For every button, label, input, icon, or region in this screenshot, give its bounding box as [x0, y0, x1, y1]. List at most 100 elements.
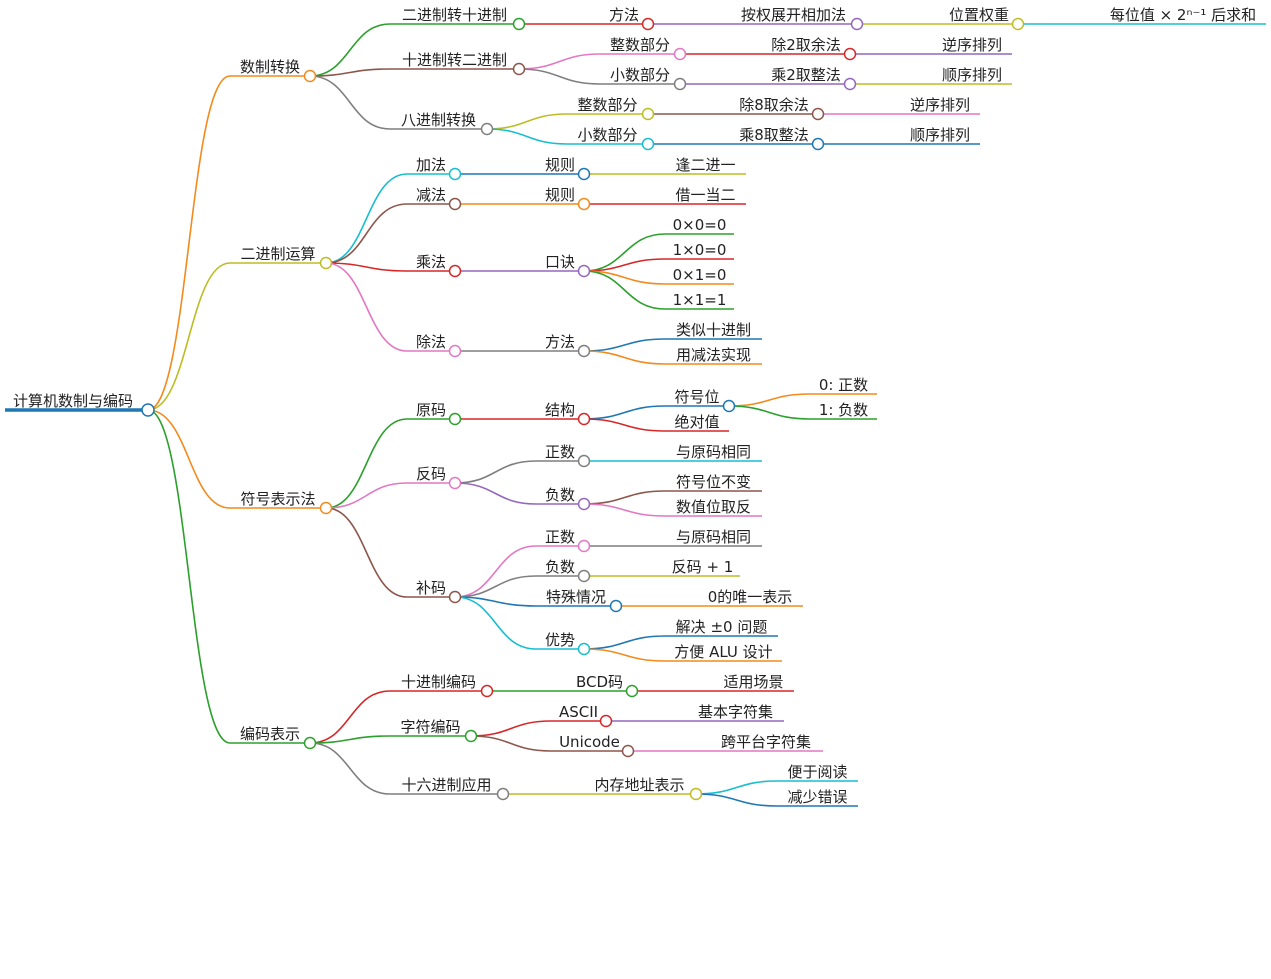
- collapse-handle-icon[interactable]: [496, 787, 510, 801]
- collapse-handle-icon[interactable]: [577, 454, 591, 468]
- node-c1c1a1[interactable]: 逆序排列: [900, 96, 980, 115]
- node-c1c2a1[interactable]: 顺序排列: [900, 126, 980, 145]
- node-c3b1[interactable]: 正数: [536, 443, 591, 468]
- node-c1b[interactable]: 十进制转二进制: [390, 51, 526, 76]
- node-c4c1[interactable]: 内存地址表示: [583, 776, 703, 801]
- node-c1c2[interactable]: 小数部分: [567, 126, 655, 151]
- node-c1b1[interactable]: 整数部分: [600, 36, 687, 61]
- node-c4b2[interactable]: Unicode: [551, 733, 635, 758]
- node-c1a[interactable]: 二进制转十进制: [390, 6, 526, 31]
- node-c2[interactable]: 二进制运算: [230, 245, 333, 270]
- collapse-handle-icon[interactable]: [512, 17, 526, 31]
- node-c1c1[interactable]: 整数部分: [567, 96, 655, 121]
- node-c1b2[interactable]: 小数部分: [600, 66, 687, 91]
- node-c1b1a1[interactable]: 逆序排列: [932, 36, 1012, 55]
- node-c3a1a2[interactable]: 1: 负数: [810, 401, 877, 420]
- node-c2a1[interactable]: 规则: [536, 156, 591, 181]
- node-c1c2a[interactable]: 乘8取整法: [730, 126, 825, 151]
- node-c3c4a[interactable]: 解决 ±0 问题: [665, 618, 778, 637]
- node-c2b[interactable]: 减法: [407, 186, 462, 211]
- node-root[interactable]: 计算机数制与编码: [5, 392, 155, 417]
- node-c4c1a[interactable]: 便于阅读: [777, 763, 858, 782]
- collapse-handle-icon[interactable]: [448, 344, 462, 358]
- collapse-handle-icon[interactable]: [1011, 17, 1025, 31]
- collapse-handle-icon[interactable]: [448, 476, 462, 490]
- collapse-handle-icon[interactable]: [319, 256, 333, 270]
- node-c3a1[interactable]: 结构: [536, 401, 591, 426]
- node-c4a1a[interactable]: 适用场景: [713, 673, 794, 692]
- node-c4a1[interactable]: BCD码: [567, 673, 639, 698]
- node-c2c1[interactable]: 口诀: [536, 253, 591, 278]
- node-c1c[interactable]: 八进制转换: [390, 111, 494, 136]
- node-c4b[interactable]: 字符编码: [390, 718, 478, 743]
- collapse-handle-icon[interactable]: [689, 787, 703, 801]
- collapse-handle-icon[interactable]: [577, 497, 591, 511]
- node-c1a1a1a[interactable]: 每位值 × 2ⁿ⁻¹ 后求和: [1100, 6, 1266, 25]
- node-c3c2a[interactable]: 反码 + 1: [665, 558, 740, 577]
- collapse-handle-icon[interactable]: [599, 714, 613, 728]
- node-c3b1a[interactable]: 与原码相同: [665, 443, 762, 462]
- collapse-handle-icon[interactable]: [577, 167, 591, 181]
- node-c2c1c[interactable]: 0×1=0: [665, 266, 734, 285]
- node-c1c1a[interactable]: 除8取余法: [730, 96, 825, 121]
- collapse-handle-icon[interactable]: [480, 122, 494, 136]
- collapse-handle-icon[interactable]: [843, 47, 857, 61]
- collapse-handle-icon[interactable]: [641, 107, 655, 121]
- node-c4b2a[interactable]: 跨平台字符集: [709, 733, 823, 752]
- collapse-handle-icon[interactable]: [625, 684, 639, 698]
- collapse-handle-icon[interactable]: [641, 137, 655, 151]
- node-c1a1a1[interactable]: 位置权重: [940, 6, 1025, 31]
- collapse-handle-icon[interactable]: [843, 77, 857, 91]
- node-c3a1a[interactable]: 符号位: [665, 388, 736, 413]
- node-c2b1[interactable]: 规则: [536, 186, 591, 211]
- collapse-handle-icon[interactable]: [577, 539, 591, 553]
- collapse-handle-icon[interactable]: [577, 344, 591, 358]
- collapse-handle-icon[interactable]: [448, 412, 462, 426]
- collapse-handle-icon[interactable]: [850, 17, 864, 31]
- node-c4c[interactable]: 十六进制应用: [390, 776, 510, 801]
- node-c2c[interactable]: 乘法: [407, 253, 462, 278]
- node-c2c1d[interactable]: 1×1=1: [665, 291, 734, 310]
- node-c2d1b[interactable]: 用减法实现: [665, 346, 762, 365]
- node-c3b[interactable]: 反码: [407, 465, 462, 490]
- collapse-handle-icon[interactable]: [141, 403, 155, 417]
- collapse-handle-icon[interactable]: [609, 599, 623, 613]
- collapse-handle-icon[interactable]: [480, 684, 494, 698]
- node-c3b2b[interactable]: 数值位取反: [665, 498, 762, 517]
- node-c3c1[interactable]: 正数: [536, 528, 591, 553]
- collapse-handle-icon[interactable]: [577, 642, 591, 656]
- collapse-handle-icon[interactable]: [303, 736, 317, 750]
- node-c4a[interactable]: 十进制编码: [390, 673, 494, 698]
- collapse-handle-icon[interactable]: [811, 137, 825, 151]
- collapse-handle-icon[interactable]: [811, 107, 825, 121]
- node-c1[interactable]: 数制转换: [230, 58, 317, 83]
- node-c3c1a[interactable]: 与原码相同: [665, 528, 762, 547]
- collapse-handle-icon[interactable]: [577, 412, 591, 426]
- node-c3c[interactable]: 补码: [407, 579, 462, 604]
- node-c3c4b[interactable]: 方便 ALU 设计: [665, 643, 782, 662]
- node-c2d1[interactable]: 方法: [536, 333, 591, 358]
- node-c4c1b[interactable]: 减少错误: [777, 788, 858, 807]
- collapse-handle-icon[interactable]: [673, 47, 687, 61]
- node-c3a[interactable]: 原码: [407, 401, 462, 426]
- collapse-handle-icon[interactable]: [448, 590, 462, 604]
- collapse-handle-icon[interactable]: [448, 167, 462, 181]
- node-c3c3a[interactable]: 0的唯一表示: [697, 588, 803, 607]
- node-c3a1a1[interactable]: 0: 正数: [810, 376, 877, 395]
- node-c2d[interactable]: 除法: [407, 333, 462, 358]
- node-c1b1a[interactable]: 除2取余法: [762, 36, 857, 61]
- node-c3c4[interactable]: 优势: [536, 631, 591, 656]
- collapse-handle-icon[interactable]: [577, 264, 591, 278]
- node-c1b2a1[interactable]: 顺序排列: [932, 66, 1012, 85]
- node-c2d1a[interactable]: 类似十进制: [665, 321, 762, 340]
- node-c4b1a[interactable]: 基本字符集: [687, 703, 784, 722]
- collapse-handle-icon[interactable]: [641, 17, 655, 31]
- node-c4b1[interactable]: ASCII: [551, 703, 613, 728]
- collapse-handle-icon[interactable]: [512, 62, 526, 76]
- node-c1a1[interactable]: 方法: [600, 6, 655, 31]
- node-c2c1a[interactable]: 0×0=0: [665, 216, 734, 235]
- node-c2b1a[interactable]: 借一当二: [665, 186, 746, 205]
- collapse-handle-icon[interactable]: [673, 77, 687, 91]
- collapse-handle-icon[interactable]: [722, 399, 736, 413]
- collapse-handle-icon[interactable]: [577, 569, 591, 583]
